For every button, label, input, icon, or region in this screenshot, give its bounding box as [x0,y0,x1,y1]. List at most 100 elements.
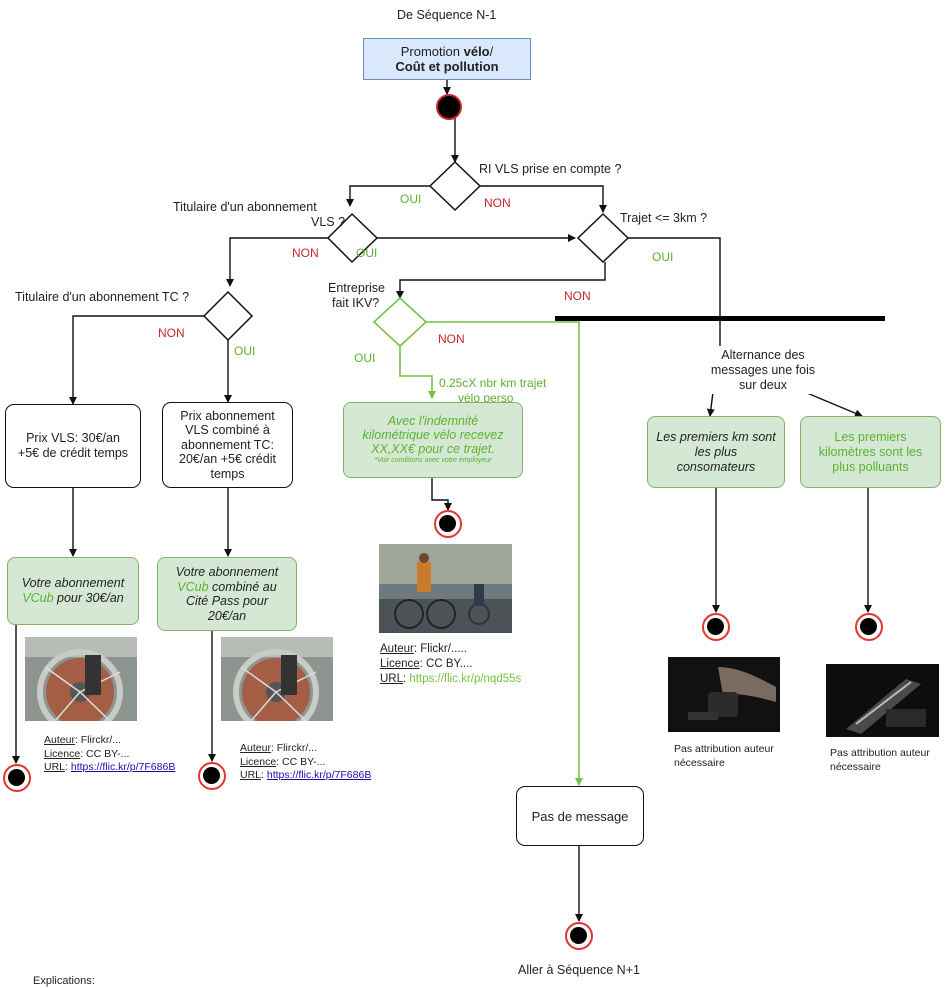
edge-ikv-final [431,478,452,511]
msg-vcub20-l2: VCub combiné au [177,579,277,594]
msg-premiers-km-l3: consomateurs [676,459,756,474]
ri-vls-question: RI VLS prise en compte ? [479,162,622,176]
credit-vcub-2-link[interactable]: https://flic.kr/p/7F686B [266,769,372,781]
ikv-edge-label-l1: 0.25cX nbr km trajet [439,376,547,390]
prix-combo-l4: 20€/an +5€ crédit [179,452,276,467]
credit-vcub-1-url: URL: https://flic.kr/p/7F686B [44,761,176,773]
trajet-non-label: NON [564,289,591,303]
edge-vls-non [226,237,328,287]
credit-ikv-link[interactable]: https://flic.kr/p/nqd55s [409,673,522,685]
start-box: Promotion vélo/ Coût et pollution [363,38,531,80]
fuel-pump-photo-1 [668,657,780,732]
edge-trajet-non [396,262,606,299]
msg-polluants-l2: kilomètres sont les [818,444,923,459]
msg-ikv-box: Avec l'indemnité kilométrique vélo recev… [343,402,523,478]
final-node-pas-message [565,922,593,950]
cyclist-street-image [379,544,512,633]
ikv-non-label: NON [438,332,465,346]
cyclist-street-photo [379,544,512,633]
vls-sub-question-l2: VLS ? [311,215,346,229]
msg-vcub20-l1: Votre abonnement [175,565,279,579]
ikv-question-l1: Entreprise [328,281,385,295]
prix-combo-l1: Prix abonnement [180,408,275,423]
fuel-nozzle-photo-2 [826,664,939,737]
edge-ikv-non [426,321,583,786]
decision-vls-sub [326,212,379,264]
final-node-polluants [855,613,883,641]
prix-vls-box: Prix VLS: 30€/an +5€ de crédit temps [5,404,141,488]
credit-vcub-2-licence: Licence: CC BY-... [240,755,326,768]
final-node-vcub20 [198,762,226,790]
alternance-l1: Alternance des [721,347,805,362]
msg-ikv-note: *Voir conditions avec votre employeur [374,457,492,464]
bike-wheel-photo-1 [25,637,137,721]
msg-polluants-l1: Les premiers [834,429,907,444]
msg-premiers-km-l1: Les premiers km sont [656,429,776,444]
msg-vcub30-box: Votre abonnement VCub pour 30€/an [7,557,139,625]
prix-combo-l5: temps [210,466,245,481]
prix-vls-l2: +5€ de crédit temps [17,446,129,460]
msg-polluants-box: Les premiers kilomètres sont les plus po… [800,416,941,488]
bike-wheel-image-1 [25,637,137,721]
credit-no-attrib-2: Pas attribution auteur nécessaire [830,747,930,774]
credit-vcub-1-author: Auteur: Flirckr/... [44,734,122,746]
credit-ikv-licence: Licence: CC BY.... [380,658,473,670]
prix-combo-l3: abonnement TC: [181,437,274,452]
alternance-label: Alternance des messages une fois sur deu… [706,346,820,394]
prix-combo-l2: VLS combiné à [185,423,270,438]
prix-vls-l1: Prix VLS: 30€/an [26,431,120,445]
credit-vcub-1-licence: Licence: CC BY-... [44,747,130,760]
edge-tc-non [69,315,205,405]
final-node-ikv [434,510,462,538]
decision-trajet [576,212,630,264]
credit-vcub-1: Auteur: Flirckr/... Licence: CC BY-... U… [44,734,175,775]
final-node-premiers-km [702,613,730,641]
edge-ikv-oui [399,346,436,399]
msg-polluants-l3: plus polluants [832,459,909,474]
next-sequence-label: Aller à Séquence N+1 [518,963,640,977]
edge-alt-left [706,391,715,417]
vls-oui-label: OUI [356,246,378,260]
final-node-vcub30 [3,764,31,792]
ri-oui-label: OUI [400,192,422,206]
ri-non-label: NON [484,196,511,210]
credit-vcub-2: Auteur: Flirckr/... Licence: CC BY-... U… [240,742,371,783]
decision-tc-sub [202,290,254,342]
vls-sub-question-l1: Titulaire d'un abonnement [173,200,317,214]
alternance-l3: sur deux [739,377,787,392]
bike-wheel-photo-2 [221,637,333,721]
pas-de-message-box: Pas de message [516,786,644,846]
credit-no-attrib-1: Pas attribution auteur nécessaire [674,743,774,770]
msg-vcub20-l3: Cité Pass pour [186,594,268,608]
credit-vcub-2-author: Auteur: Flirckr/... [240,742,318,754]
prev-sequence-label: De Séquence N-1 [397,8,497,22]
msg-vcub30-l2: VCub pour 30€/an [22,591,124,605]
credit-vcub-2-url: URL: https://flic.kr/p/7F686B [240,769,372,781]
ikv-edge-label-l2: vélo perso [458,391,514,405]
start-box-line2: Coût et pollution [395,59,499,74]
msg-premiers-km-l2: les plus [694,444,738,459]
credit-no-attrib-2-l2: nécessaire [830,760,881,773]
tc-sub-question: Titulaire d'un abonnement TC ? [15,290,190,304]
credit-no-attrib-2-l1: Pas attribution auteur [830,747,930,759]
trajet-question: Trajet <= 3km ? [620,211,708,225]
fuel-nozzle-image-2 [826,664,939,737]
fuel-pump-image-1 [668,657,780,732]
msg-vcub30-l1: Votre abonnement [21,576,125,590]
start-box-line1: Promotion vélo/ [400,44,494,59]
credit-vcub-1-link[interactable]: https://flic.kr/p/7F686B [70,761,176,773]
bike-wheel-image-2 [221,637,333,721]
tc-non-label: NON [158,326,185,340]
fork-bar [555,316,885,321]
ikv-question-l2: fait IKV? [332,296,380,310]
msg-vcub20-box: Votre abonnement VCub combiné au Cité Pa… [157,557,297,631]
credit-ikv: Auteur: Flickr/..... Licence: CC BY.... … [380,642,521,687]
msg-ikv-l3: XX,XX€ pour ce trajet. [371,442,495,456]
msg-premiers-km-box: Les premiers km sont les plus consomateu… [647,416,785,488]
edge-ri-oui [346,185,430,207]
vls-non-label: NON [292,246,319,260]
explications-label: Explications: [33,975,95,987]
tc-oui-label: OUI [234,344,256,358]
credit-no-attrib-1-l1: Pas attribution auteur [674,743,774,755]
